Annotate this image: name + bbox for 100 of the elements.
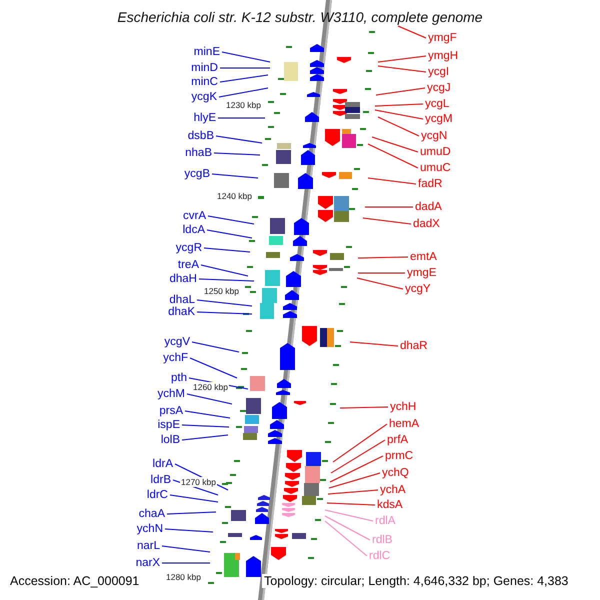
gene-label: dhaR <box>400 339 428 353</box>
gene-label: ymgF <box>428 31 457 45</box>
leader-line <box>368 178 416 184</box>
gene-label: nhaB <box>185 146 212 160</box>
position-label: 1230 kbp <box>225 100 262 110</box>
leader-line <box>222 52 270 62</box>
leader-line <box>190 358 238 378</box>
leader-line <box>368 144 418 168</box>
position-label: 1280 kbp <box>165 572 202 582</box>
leader-line <box>166 512 216 514</box>
leader-line <box>218 88 268 98</box>
gene-label: ldcA <box>182 223 205 237</box>
gene-label: ycgL <box>425 97 450 111</box>
gene-label: hemA <box>389 417 420 431</box>
footer-note: Accession: AC_000091 <box>8 574 142 588</box>
leader-line <box>170 494 218 502</box>
leader-line <box>326 502 376 506</box>
gene-label: ychF <box>163 351 188 365</box>
gene-label: ycgN <box>421 129 448 143</box>
position-label: 1240 kbp <box>216 191 253 201</box>
leader-line <box>358 256 408 258</box>
gene-label: minE <box>194 45 220 59</box>
gene-label: ychN <box>136 522 163 536</box>
position-label: 1250 kbp <box>203 286 240 296</box>
leader-line <box>356 278 404 290</box>
gene-label: ispE <box>158 418 180 432</box>
leader-line <box>364 206 414 208</box>
leader-line <box>324 516 370 540</box>
leader-line <box>362 218 412 224</box>
gene-label: ycgY <box>405 282 431 296</box>
leader-line <box>332 424 388 462</box>
gene-label: ymgE <box>407 266 436 280</box>
gene-label: hlyE <box>194 111 216 125</box>
gene-label: dadX <box>413 217 440 231</box>
leader-line <box>324 510 374 522</box>
gene-label: prfA <box>387 433 408 447</box>
gene-label: ycgJ <box>427 81 451 95</box>
gene-label: ymgH <box>428 49 458 63</box>
gene-label: ycgK <box>191 90 217 104</box>
gene-label: minD <box>191 61 218 75</box>
gene-label: ycgM <box>425 112 452 126</box>
gene-label: umuD <box>420 145 451 159</box>
gene-label: dsbB <box>188 129 214 143</box>
leader-line <box>330 456 384 482</box>
gene-label: ychA <box>380 483 406 497</box>
leader-line <box>208 216 254 224</box>
leader-line <box>374 104 424 106</box>
leader-line <box>182 434 228 440</box>
gene-label: prmC <box>385 449 414 463</box>
leader-line <box>350 342 398 346</box>
leader-line <box>324 520 368 556</box>
leader-line <box>376 88 426 96</box>
leader-line <box>164 528 214 532</box>
gene-label: ycgR <box>176 241 202 255</box>
gene-label: ycgV <box>164 335 190 349</box>
leader-line <box>378 116 420 136</box>
gene-label: cvrA <box>183 209 206 223</box>
gene-label: ycgB <box>184 167 210 181</box>
gene-label: dhaH <box>170 272 197 286</box>
leader-line <box>398 26 426 38</box>
leader-line <box>162 562 210 564</box>
footer-note: Topology: circular; Length: 4,646,332 bp; Genes: 4,383 <box>262 574 570 588</box>
gene-label: umuC <box>420 161 451 175</box>
gene-label: narL <box>136 539 160 553</box>
leader-line <box>186 394 232 404</box>
leader-line <box>196 312 252 314</box>
gene-label: dhaL <box>169 293 195 307</box>
gene-label: fadR <box>418 177 442 191</box>
leader-line <box>204 248 250 252</box>
leader-line <box>372 136 418 152</box>
leader-line <box>196 300 252 306</box>
leader-line <box>378 66 426 72</box>
gene-label: minC <box>191 75 218 89</box>
leader-line <box>212 174 258 178</box>
gene-label: rdlC <box>369 549 390 563</box>
gene-label: ldrA <box>152 457 173 471</box>
gene-label: dhaK <box>168 305 195 319</box>
gene-label: emtA <box>410 250 437 264</box>
leader-line <box>220 74 268 82</box>
leader-line <box>214 152 260 156</box>
gene-label: narX <box>136 556 160 570</box>
leader-line <box>192 342 240 352</box>
leader-line <box>378 56 426 62</box>
leader-line <box>330 440 386 474</box>
leader-line <box>184 410 230 418</box>
gene-label: chaA <box>138 507 165 521</box>
position-label: 1260 kbp <box>192 382 229 392</box>
gene-label: treA <box>178 258 199 272</box>
leader-line <box>198 278 254 282</box>
gene-label: ychH <box>390 400 416 414</box>
leader-line <box>340 406 388 408</box>
gene-label: rdlA <box>375 514 396 528</box>
gene-label: prsA <box>159 404 183 418</box>
leader-line <box>358 272 406 274</box>
leader-line <box>216 136 262 144</box>
gene-label: lolB <box>160 433 180 447</box>
leader-line <box>182 424 230 428</box>
leader-line <box>162 546 210 552</box>
leader-line <box>200 264 248 276</box>
leader-line <box>374 110 424 120</box>
